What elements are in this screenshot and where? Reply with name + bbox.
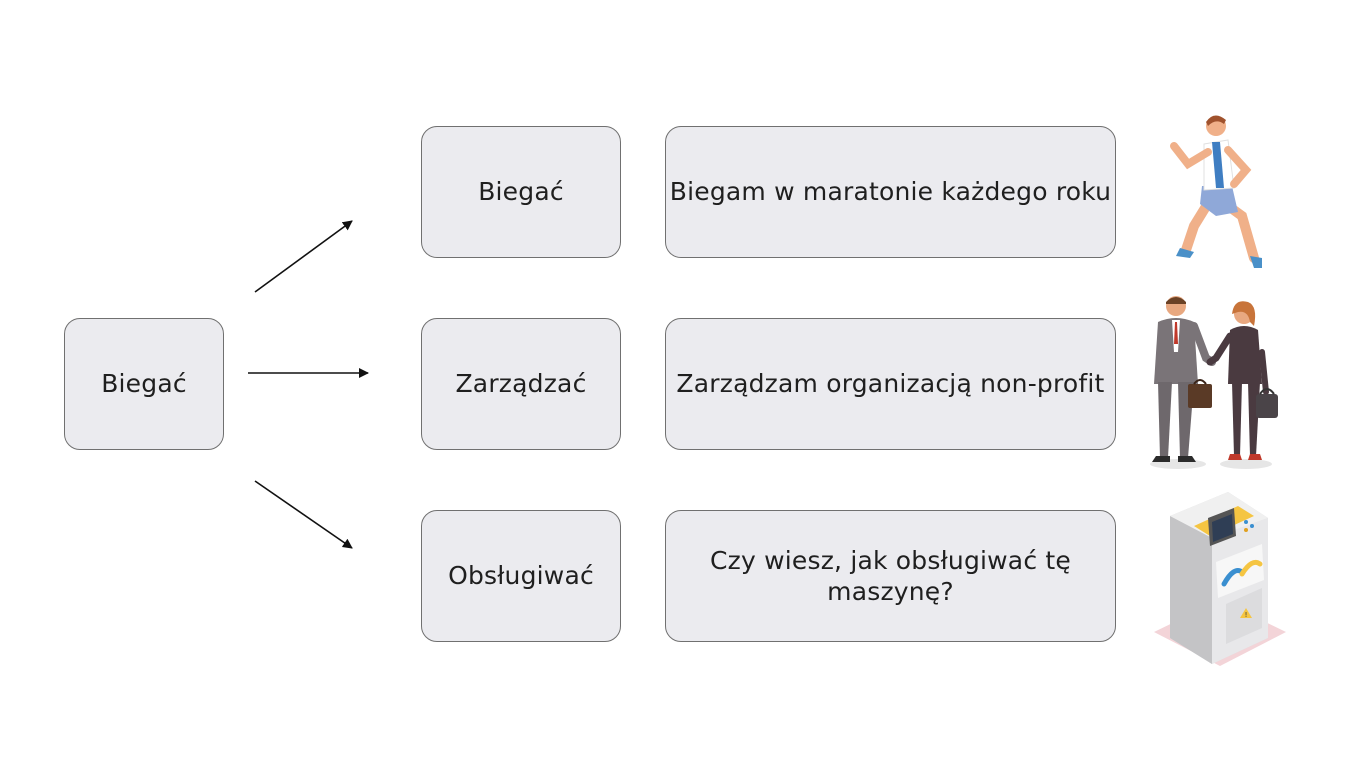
sentence-box-2: Zarządzam organizacją non-profit <box>665 318 1116 450</box>
word-box-1: Biegać <box>421 126 621 258</box>
arrow-up <box>254 220 353 293</box>
sentence-label-1: Biegam w maratonie każdego roku <box>669 177 1112 207</box>
word-box-2: Zarządzać <box>421 318 621 450</box>
business-people-illustration <box>1150 296 1278 469</box>
sentence-label-3: Czy wiesz, jak obsługiwać tę maszynę? <box>709 545 1072 606</box>
word-label-3: Obsługiwać <box>448 561 594 591</box>
arrow-down <box>254 480 353 549</box>
machine-illustration: ! <box>1154 492 1286 666</box>
sentence-box-3: Czy wiesz, jak obsługiwać tę maszynę? <box>665 510 1116 642</box>
sentence-label-2: Zarządzam organizacją non-profit <box>676 369 1105 399</box>
svg-text:!: ! <box>1245 611 1248 619</box>
word-label-1: Biegać <box>478 177 564 207</box>
runner-illustration <box>1170 115 1262 268</box>
source-word-label: Biegać <box>101 369 187 399</box>
source-word-box: Biegać <box>64 318 224 450</box>
word-box-3: Obsługiwać <box>421 510 621 642</box>
sentence-box-1: Biegam w maratonie każdego roku <box>665 126 1116 258</box>
word-label-2: Zarządzać <box>455 369 587 399</box>
